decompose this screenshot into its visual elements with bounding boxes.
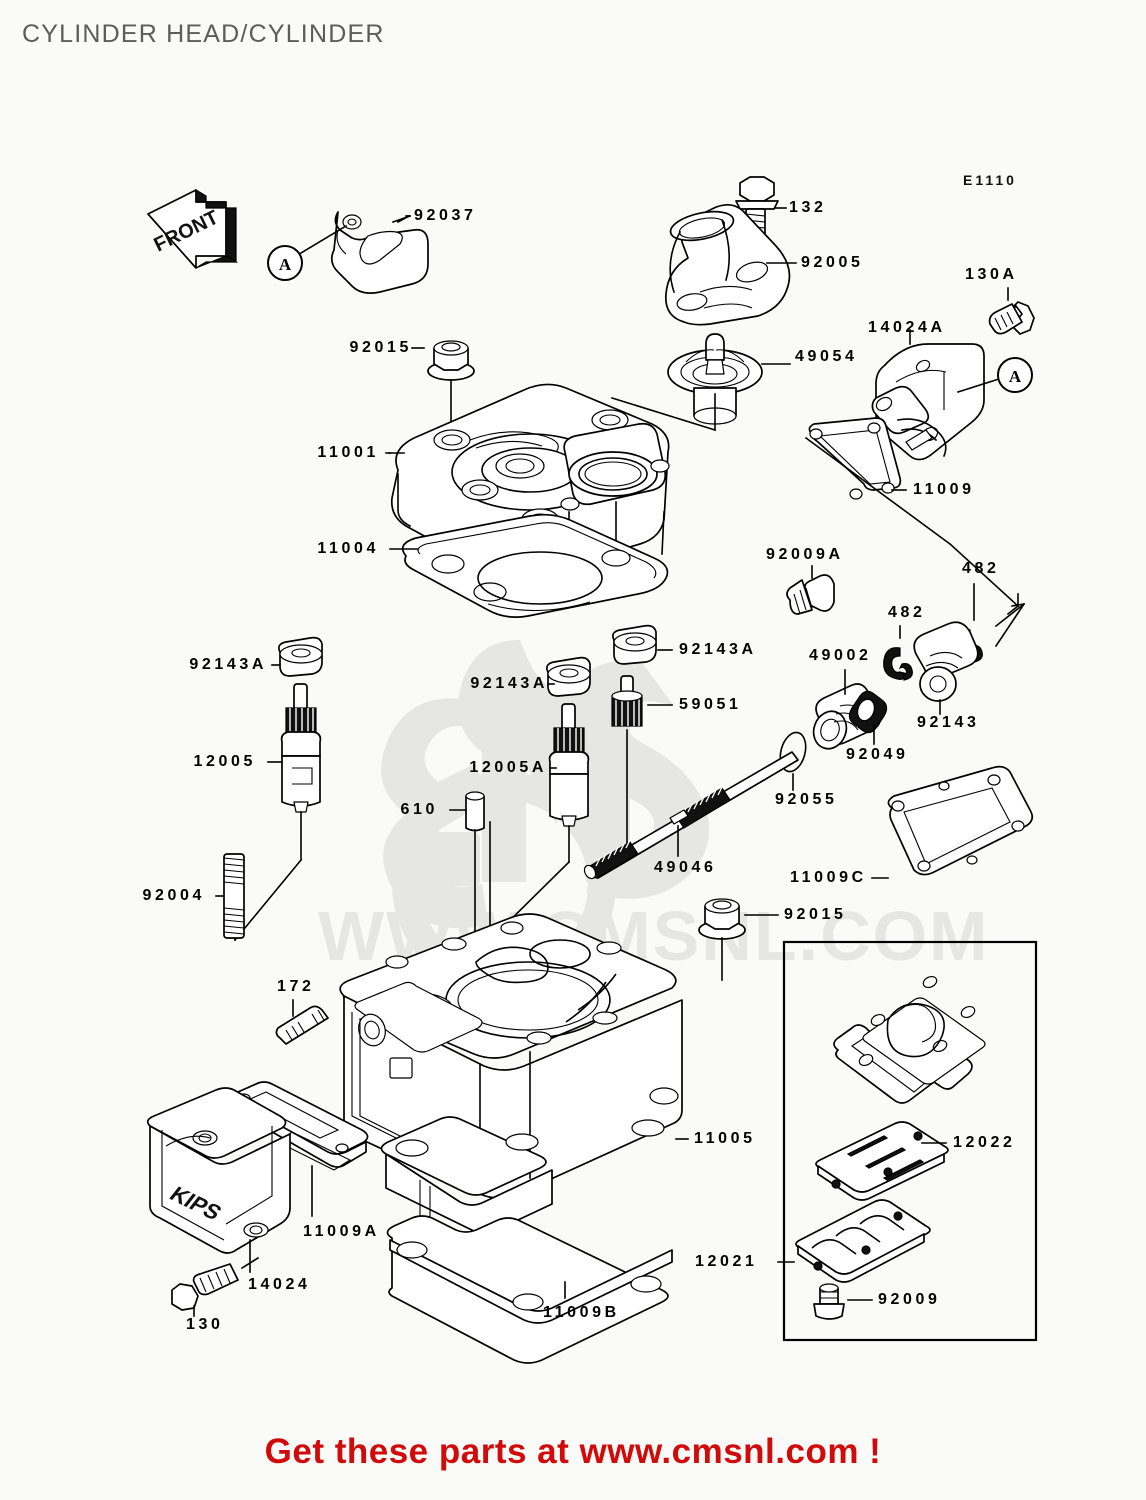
part-92009-screw bbox=[813, 1283, 873, 1320]
part-11009C-reed-gasket bbox=[871, 765, 1034, 879]
part-92055-o-ring bbox=[779, 731, 807, 791]
reference-marker-a-label: A bbox=[279, 255, 292, 274]
part-92143A-cap-mid bbox=[546, 656, 591, 697]
part-11009-gasket bbox=[804, 417, 1020, 616]
reed-valve-inset-box bbox=[777, 940, 1038, 1342]
part-92005-water-pipe-fitting bbox=[664, 203, 797, 326]
callout-14024[interactable]: 14024 bbox=[248, 1276, 311, 1293]
part-14024-kips-cover: KIPS bbox=[146, 1087, 291, 1273]
callout-92004[interactable]: 92004 bbox=[142, 887, 205, 904]
part-59051-gear bbox=[611, 675, 673, 727]
callout-11004[interactable]: 11004 bbox=[317, 540, 379, 557]
part-12021-reed-stopper bbox=[777, 1199, 931, 1283]
page-title: CYLINDER HEAD/CYLINDER bbox=[22, 20, 385, 48]
reference-marker-a-top-left: A bbox=[267, 224, 348, 281]
part-172-pin bbox=[275, 999, 329, 1045]
part-14024A-valve-cover bbox=[871, 329, 985, 461]
callout-92015[interactable]: 92015 bbox=[784, 906, 847, 923]
part-92143-collar-pulley bbox=[913, 621, 979, 715]
part-92004-stud bbox=[215, 853, 245, 939]
callout-482[interactable]: 482 bbox=[962, 560, 1000, 577]
callout-92049[interactable]: 92049 bbox=[846, 746, 909, 763]
callout-49002[interactable]: 49002 bbox=[809, 647, 872, 664]
part-12005A-valve bbox=[548, 703, 590, 827]
callout-130[interactable]: 130 bbox=[186, 1316, 224, 1333]
callout-610[interactable]: 610 bbox=[400, 801, 438, 818]
leader-92037 bbox=[396, 214, 411, 224]
part-49046-governor-shaft bbox=[583, 751, 799, 880]
callout-92143[interactable]: 92143 bbox=[917, 714, 980, 731]
callout-172[interactable]: 172 bbox=[277, 978, 315, 995]
callout-11001[interactable]: 11001 bbox=[317, 444, 379, 461]
callout-11005[interactable]: 11005 bbox=[694, 1130, 756, 1147]
part-92049-oil-seal bbox=[848, 690, 888, 745]
callout-92009A[interactable]: 92009A bbox=[766, 546, 844, 563]
front-arrow-marker: FRONT bbox=[147, 188, 239, 269]
part-92009A-screw bbox=[786, 565, 835, 615]
callout-59051[interactable]: 59051 bbox=[679, 696, 742, 713]
part-11004-head-gasket bbox=[389, 513, 669, 618]
callout-11009[interactable]: 11009 bbox=[913, 481, 975, 498]
part-92037-clamp bbox=[330, 211, 429, 294]
callout-14024A[interactable]: 14024A bbox=[868, 319, 946, 336]
part-12022-reed-petal bbox=[815, 1121, 949, 1201]
part-610-dowel-pin bbox=[449, 791, 485, 832]
footer-cta[interactable]: Get these parts at www.cmsnl.com ! bbox=[264, 1432, 882, 1471]
reference-marker-a-right: A bbox=[956, 357, 1033, 394]
callout-12021[interactable]: 12021 bbox=[695, 1253, 758, 1270]
part-130-bolt-kips bbox=[171, 1256, 260, 1317]
part-11005-cylinder-body bbox=[339, 913, 689, 1237]
part-92015-nut-upper bbox=[411, 340, 475, 381]
callout-11009A[interactable]: 11009A bbox=[303, 1223, 380, 1240]
callout-130A[interactable]: 130A bbox=[965, 266, 1018, 283]
watermark-logo bbox=[381, 640, 710, 996]
callout-12005[interactable]: 12005 bbox=[193, 753, 256, 770]
callout-92143A[interactable]: 92143A bbox=[679, 641, 757, 658]
part-12021-reed-cage bbox=[833, 975, 986, 1104]
part-92015-nut-lower bbox=[698, 898, 779, 940]
part-92143A-cap-left bbox=[271, 636, 323, 677]
part-49054-thermostat bbox=[667, 333, 791, 425]
part-482-circlip-a bbox=[883, 625, 913, 681]
callout-92037[interactable]: 92037 bbox=[414, 207, 477, 224]
callout-12005A[interactable]: 12005A bbox=[469, 759, 547, 776]
callout-132[interactable]: 132 bbox=[789, 199, 827, 216]
part-92143A-cap-right bbox=[612, 624, 673, 665]
callout-92143A[interactable]: 92143A bbox=[470, 675, 548, 692]
callout-11009C[interactable]: 11009C bbox=[790, 869, 867, 886]
reference-marker-a-right-label: A bbox=[1009, 367, 1022, 386]
callout-92009[interactable]: 92009 bbox=[878, 1291, 941, 1308]
callout-482[interactable]: 482 bbox=[888, 604, 926, 621]
part-130A-bolt bbox=[988, 287, 1035, 335]
callout-49046[interactable]: 49046 bbox=[654, 859, 717, 876]
part-12005-valve bbox=[267, 683, 322, 813]
callout-92005[interactable]: 92005 bbox=[801, 254, 864, 271]
part-11009B-base-gasket bbox=[386, 1215, 673, 1364]
callout-49054[interactable]: 49054 bbox=[795, 348, 858, 365]
diagram-code: E1110 bbox=[963, 172, 1017, 188]
callout-12022[interactable]: 12022 bbox=[953, 1134, 1016, 1151]
callout-92143A[interactable]: 92143A bbox=[189, 656, 267, 673]
callout-11009B[interactable]: 11009B bbox=[543, 1304, 620, 1321]
callout-92015[interactable]: 92015 bbox=[349, 339, 412, 356]
callout-92055[interactable]: 92055 bbox=[775, 791, 838, 808]
